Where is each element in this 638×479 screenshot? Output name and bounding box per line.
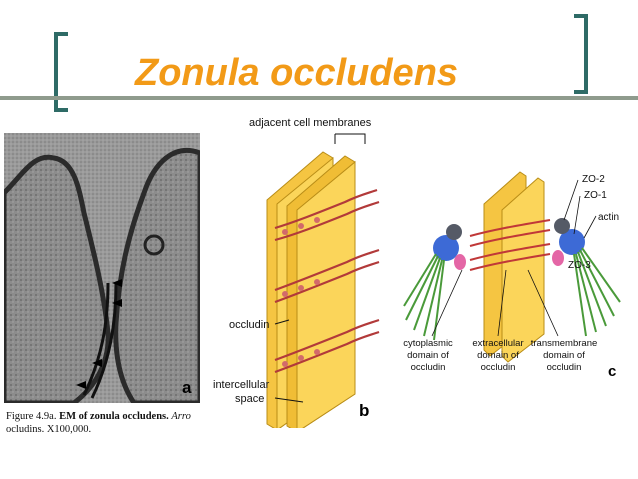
label-trans-2: domain of (543, 350, 585, 361)
panel-a-letter: a (182, 378, 192, 397)
caption-prefix: Figure 4.9a. (6, 411, 57, 422)
label-extra-1: extracellular (472, 338, 523, 349)
label-intercellular: intercellular (213, 379, 270, 391)
panel-b-letter: b (359, 401, 369, 420)
label-zo1: ZO-1 (584, 190, 607, 201)
electron-micrograph-panel: a (4, 133, 200, 403)
membrane-3d-diagram: adjacent cell membranes occludin interce… (213, 117, 380, 428)
right-bracket-decoration (574, 14, 588, 94)
label-space: space (235, 393, 264, 405)
label-actin: actin (598, 212, 619, 223)
caption-bold: EM of zonula occludens. (59, 411, 169, 422)
label-zo2: ZO-2 (582, 174, 605, 185)
label-cyto-3: occludin (411, 362, 446, 373)
left-bracket-decoration (54, 32, 68, 112)
caption-italic: Arro (171, 411, 191, 422)
label-cyto-1: cytoplasmic (403, 338, 453, 349)
label-trans-3: occludin (547, 362, 582, 373)
figure-caption: Figure 4.9a. EM of zonula occludens. Arr… (6, 410, 202, 436)
label-cyto-2: domain of (407, 350, 449, 361)
slide-title: Zonula occludens (135, 52, 459, 94)
occludin-complex-diagram: ZO-2 ZO-1 actin ZO-3 cytoplasmic domain … (403, 171, 621, 380)
label-trans-1: transmembrane (531, 338, 598, 349)
label-zo3: ZO-3 (568, 260, 591, 271)
label-adjacent-membranes: adjacent cell membranes (249, 117, 372, 129)
caption-line2: ocludins. X100,000. (6, 424, 92, 435)
panel-c-letter: c (608, 363, 616, 380)
title-rule (0, 96, 638, 100)
label-occludin: occludin (229, 319, 269, 331)
label-extra-2: domain of (477, 350, 519, 361)
label-extra-3: occludin (481, 362, 516, 373)
